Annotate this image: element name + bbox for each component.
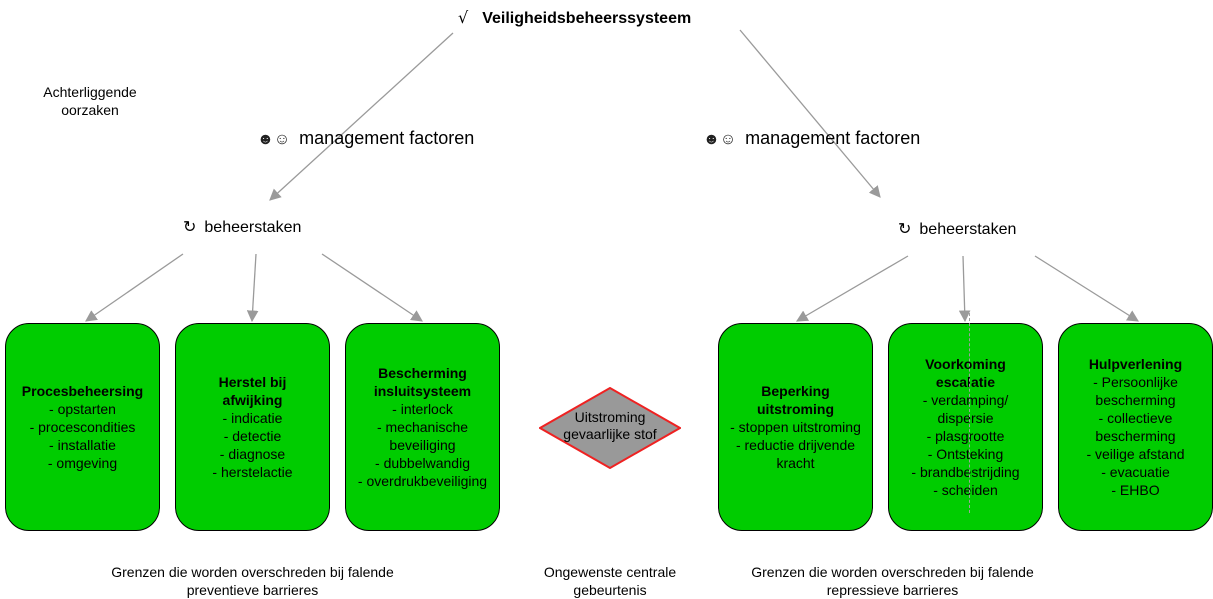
tasks-right: ↻beheerstaken [898, 221, 1017, 238]
people-icon: ☻☺ [703, 131, 737, 148]
arrow-to-box-1 [85, 253, 184, 322]
title-text: Veiligheidsbeheerssysteem [482, 10, 692, 27]
central-event-label: Uitstroming gevaarlijke stof [563, 409, 657, 442]
arrow-to-box-5 [958, 255, 971, 323]
diagram-title: √ Veiligheidsbeheerssysteem [458, 8, 691, 28]
footer-repressive: Grenzen die worden overschreden bij fale… [751, 564, 1034, 598]
central-event-diamond [539, 387, 681, 469]
dashed-divider [969, 313, 970, 513]
arrow-title-to-tasks-left [269, 32, 454, 201]
barrier-box-hulpverlening: Hulpverlening - Persoonlijke bescherming… [1058, 323, 1213, 531]
barrier-box-voorkoming: Voorkoming escalatie - verdamping/ dispe… [888, 323, 1043, 531]
footer-preventive: Grenzen die worden overschreden bij fale… [111, 564, 394, 598]
management-factors-right: ☻☺management factoren [703, 128, 921, 148]
people-icon: ☻☺ [257, 131, 291, 148]
footer-central-event: Ongewenste centrale gebeurtenis [543, 564, 677, 598]
barrier-box-procesbeheersing: Procesbeheersing - opstarten - procescon… [5, 323, 160, 531]
arrow-to-box-4 [795, 255, 909, 322]
root-causes-label: Achterliggende oorzaken [43, 84, 137, 118]
management-factors-left: ☻☺management factoren [257, 128, 475, 148]
arrow-to-box-2 [246, 253, 259, 323]
barrier-box-beperking: Beperking uitstroming - stoppen uitstrom… [718, 323, 873, 531]
check-icon: √ [458, 8, 469, 27]
tasks-left: ↻beheerstaken [183, 219, 302, 236]
arrow-title-to-tasks-right [739, 29, 881, 198]
cycle-icon: ↻ [183, 219, 197, 236]
barrier-box-bescherming: Bescherming insluitsysteem - interlock -… [345, 323, 500, 531]
barrier-box-herstel: Herstel bij afwijking - indicatie - dete… [175, 323, 330, 531]
arrow-to-box-6 [1034, 255, 1139, 322]
cycle-icon: ↻ [898, 221, 912, 238]
arrow-to-box-3 [321, 253, 423, 322]
